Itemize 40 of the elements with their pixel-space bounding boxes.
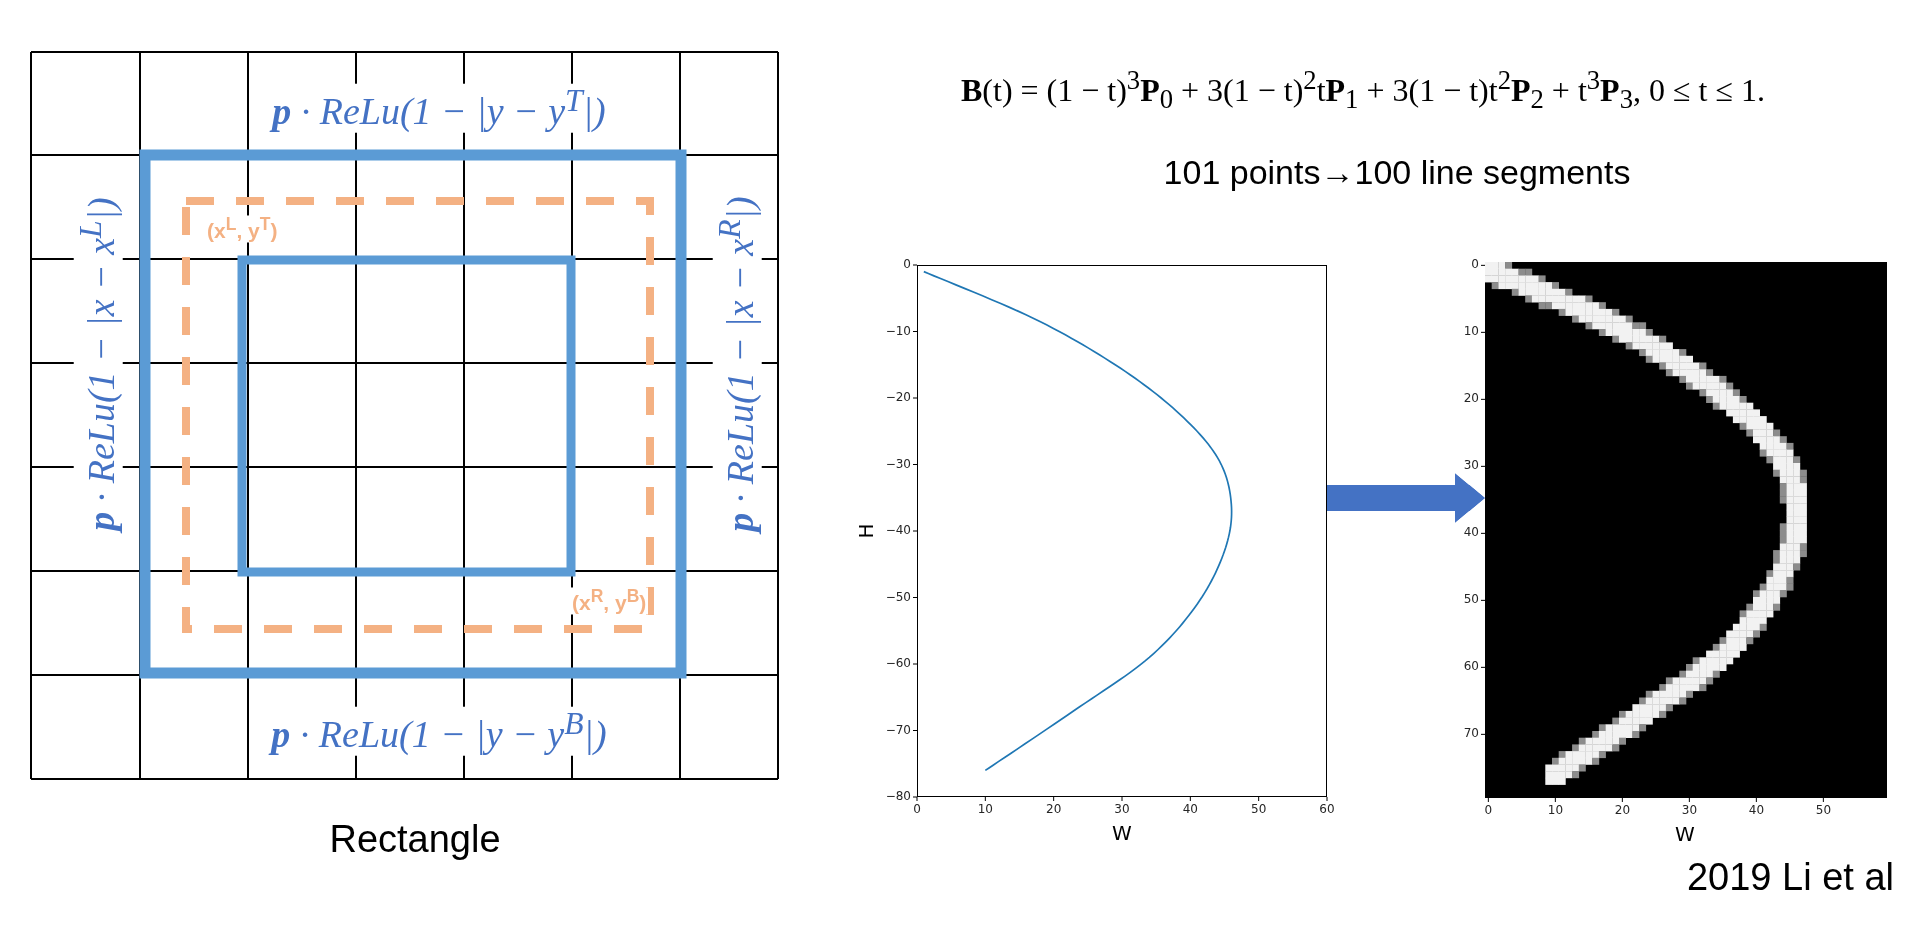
tick-label: 10 [1547,804,1564,818]
tick-label: −50 [885,590,911,605]
tick-label: 10 [1463,325,1479,339]
tick-label: 30 [1681,804,1698,818]
tick-label: 20 [1046,803,1062,817]
tick-label: −70 [885,723,911,738]
axis-title: W [1675,822,1695,846]
tick-label: 0 [1484,804,1493,818]
citation: 2019 Li et al [1686,856,1894,900]
tick-label: 0 [1471,258,1479,272]
tick-label: 40 [1182,803,1198,817]
tick-label: 50 [1251,803,1267,817]
tick-label: 50 [1815,804,1832,818]
tick-label: 70 [1463,727,1479,741]
tick-label: −10 [885,324,911,339]
tick-label: −20 [885,391,911,405]
axis-title: H [854,523,878,539]
tick-label: 0 [913,803,921,817]
block-arrow [1327,473,1485,523]
tick-label: −40 [885,524,911,538]
tick-label: 50 [1463,593,1479,607]
tick-label: 20 [1463,392,1479,406]
tick-label: 40 [1748,804,1765,818]
tick-label: 60 [1463,660,1479,674]
coordinate-label: (x$^{L}$, y$^{T}$) [205,215,280,243]
note-text: 101 points→100 line segments [1163,153,1631,193]
formula: B(t) = (1 − t)$^{3}$P$_{0}$ + 3(1 − t)$^{2}$tP$_{1}$ + 3(1 − t)t$^{2}$P$_{2}$ + t$^{3}$P$_{3}$, 0 ≤ t ≤ 1. [961,65,1765,115]
tick-label: 30 [1114,803,1130,817]
tick-label: 10 [977,803,993,817]
tick-label: 40 [1463,526,1479,540]
coordinate-label: (x$^{R}$, y$^{B}$) [570,587,649,615]
tick-label: −30 [885,457,911,472]
tick-label: −60 [885,657,911,671]
tick-label: 30 [1463,459,1479,473]
tick-label: 60 [1319,803,1335,817]
tick-label: −80 [885,790,911,804]
caption: Rectangle [329,818,501,862]
axis-title: W [1112,821,1132,845]
tick-label: 0 [903,258,911,272]
tick-label: 20 [1614,804,1631,818]
